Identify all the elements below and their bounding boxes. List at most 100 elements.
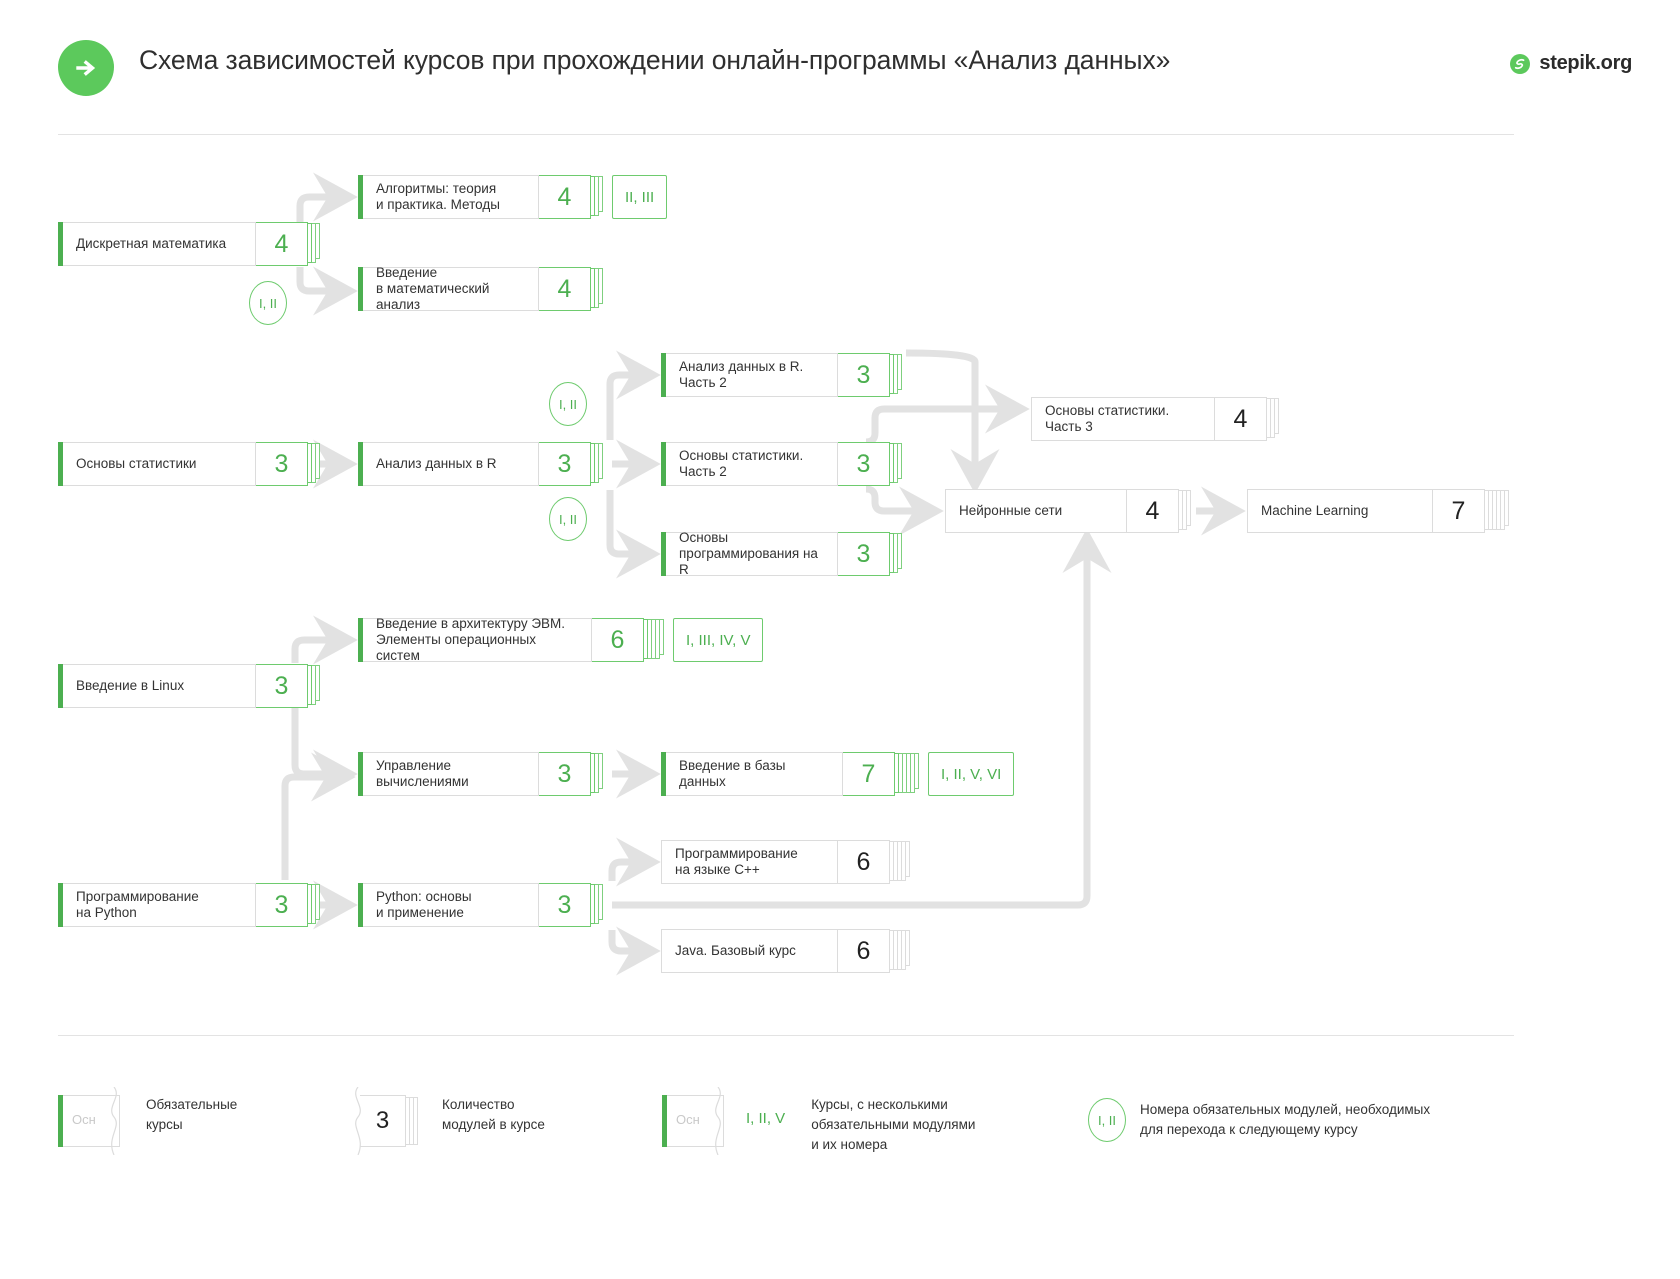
- module-count: 3: [838, 532, 890, 576]
- mandatory-accent-bar: [58, 222, 63, 266]
- course-card-math-analysis[interactable]: Введение в математический анализ 4: [358, 265, 603, 312]
- course-card-data-analysis-r-2[interactable]: Анализ данных в R. Часть 2 3: [661, 353, 902, 397]
- course-title: Анализ данных в R: [363, 442, 539, 486]
- course-card-discrete-math[interactable]: Дискретная математика 4: [58, 222, 320, 266]
- mandatory-accent-bar: [661, 353, 666, 397]
- module-stack-icon: [591, 752, 603, 796]
- course-title: Нейронные сети: [945, 489, 1127, 533]
- course-card-stats-part3[interactable]: Основы статистики. Часть 3 4: [1031, 397, 1279, 441]
- module-count: 3: [539, 883, 591, 927]
- module-stack-icon: [644, 618, 664, 662]
- module-count-chip-icon: 3: [354, 1087, 428, 1155]
- module-stack-icon: [890, 353, 902, 397]
- prereq-modules-marker-discrete: I, II: [249, 281, 287, 325]
- brand-logo[interactable]: stepik.org: [1509, 52, 1632, 75]
- course-card-machine-learning[interactable]: Machine Learning 7: [1247, 489, 1509, 533]
- module-count: 4: [1127, 489, 1179, 533]
- module-stack-icon: [591, 883, 603, 927]
- course-title: Введение в архитектуру ЭВМ. Элементы опе…: [363, 616, 592, 663]
- legend: Осн Обязательные курсы 3 Количество моду…: [58, 1087, 1518, 1185]
- course-card-stats-part2[interactable]: Основы статистики. Часть 2 3: [661, 442, 902, 486]
- module-count: 6: [838, 840, 890, 884]
- course-title: Введение в Linux: [63, 664, 256, 708]
- multi-module-course-chip-icon: Осн: [662, 1087, 736, 1155]
- course-card-databases-intro[interactable]: Введение в базы данных 7 I, II, V, VI: [661, 752, 1015, 796]
- course-title: Анализ данных в R. Часть 2: [666, 353, 838, 397]
- course-title: Дискретная математика: [63, 222, 256, 266]
- legend-module-number: 3: [360, 1095, 406, 1147]
- module-count: 3: [838, 442, 890, 486]
- module-stack-icon: [591, 267, 603, 311]
- module-count: 3: [256, 664, 308, 708]
- legend-label: Номера обязательных модулей, необходимых…: [1140, 1102, 1431, 1137]
- course-title: Machine Learning: [1247, 489, 1433, 533]
- mandatory-accent-bar: [661, 442, 666, 486]
- prereq-modules-marker-r-lower: I, II: [549, 497, 587, 541]
- course-card-algorithms[interactable]: Алгоритмы: теория и практика. Методы 4 I…: [358, 175, 668, 219]
- mandatory-accent-bar: [58, 883, 63, 927]
- course-card-python-basics[interactable]: Python: основы и применение 3: [358, 883, 603, 927]
- required-modules-badge: II, III: [612, 175, 668, 219]
- legend-item-mandatory: Осн Обязательные курсы: [58, 1087, 237, 1155]
- module-count: 6: [838, 929, 890, 973]
- module-stack-icon: [1485, 489, 1509, 533]
- module-stack-icon: [890, 840, 910, 884]
- mandatory-accent-bar: [358, 752, 363, 796]
- module-stack-icon: [895, 752, 919, 796]
- module-stack-icon: [406, 1097, 418, 1145]
- stepik-logo-icon: [1509, 53, 1531, 75]
- module-stack-icon: [890, 442, 902, 486]
- torn-edge-icon: [111, 1087, 117, 1155]
- mandatory-course-chip-icon: Осн: [58, 1087, 132, 1155]
- mandatory-accent-bar: [358, 442, 363, 486]
- module-count: 3: [256, 883, 308, 927]
- course-card-computer-arch[interactable]: Введение в архитектуру ЭВМ. Элементы опе…: [358, 616, 764, 663]
- course-title: Алгоритмы: теория и практика. Методы: [363, 175, 539, 219]
- header-divider: [58, 134, 1514, 135]
- course-title: Управление вычислениями: [363, 752, 539, 796]
- mandatory-accent-bar: [58, 664, 63, 708]
- page-header: Схема зависимостей курсов при прохождени…: [0, 0, 1680, 140]
- mandatory-accent-bar: [358, 175, 363, 219]
- torn-edge-icon: [355, 1087, 361, 1155]
- course-card-cpp-programming[interactable]: Программирование на языке C++ 6: [661, 840, 910, 884]
- module-stack-icon: [308, 664, 320, 708]
- module-count: 6: [592, 618, 644, 662]
- course-card-python-programming[interactable]: Программирование на Python 3: [58, 883, 320, 927]
- torn-edge-icon: [715, 1087, 721, 1155]
- course-card-linux-intro[interactable]: Введение в Linux 3: [58, 664, 320, 708]
- mandatory-accent-bar: [358, 618, 363, 662]
- course-card-r-programming[interactable]: Основы программирования на R 3: [661, 530, 902, 577]
- course-card-java-basics[interactable]: Java. Базовый курс 6: [661, 929, 910, 973]
- course-card-neural-networks[interactable]: Нейронные сети 4: [945, 489, 1191, 533]
- required-modules-badge: I, II, V, VI: [928, 752, 1015, 796]
- course-card-stats-basics[interactable]: Основы статистики 3: [58, 442, 320, 486]
- course-title: Основы статистики. Часть 3: [1031, 397, 1215, 441]
- required-modules-badge: I, III, IV, V: [673, 618, 764, 662]
- course-title: Программирование на языке C++: [661, 840, 838, 884]
- chip-sample-text: Осн: [676, 1112, 700, 1127]
- course-title: Java. Базовый курс: [661, 929, 838, 973]
- module-count: 3: [539, 442, 591, 486]
- module-count: 4: [539, 267, 591, 311]
- legend-item-multi-modules: Осн I, II, V Курсы, с несколькими обязат…: [662, 1087, 975, 1155]
- mandatory-accent-bar: [661, 532, 666, 576]
- course-title: Python: основы и применение: [363, 883, 539, 927]
- mandatory-accent-bar: [58, 442, 63, 486]
- course-title: Введение в базы данных: [666, 752, 843, 796]
- module-stack-icon: [308, 883, 320, 927]
- module-count: 3: [838, 353, 890, 397]
- module-stack-icon: [308, 222, 320, 266]
- legend-item-prereq: I, II Номера обязательных модулей, необх…: [1088, 1095, 1430, 1142]
- module-stack-icon: [1267, 397, 1279, 441]
- course-title: Основы статистики. Часть 2: [666, 442, 838, 486]
- legend-modules-badge: I, II, V: [746, 1110, 786, 1127]
- module-stack-icon: [890, 532, 902, 576]
- course-card-data-analysis-r[interactable]: Анализ данных в R 3: [358, 442, 603, 486]
- legend-item-modules: 3 Количество модулей в курсе: [354, 1087, 545, 1155]
- course-card-computing-mgmt[interactable]: Управление вычислениями 3: [358, 752, 603, 796]
- module-stack-icon: [890, 929, 910, 973]
- module-count: 4: [1215, 397, 1267, 441]
